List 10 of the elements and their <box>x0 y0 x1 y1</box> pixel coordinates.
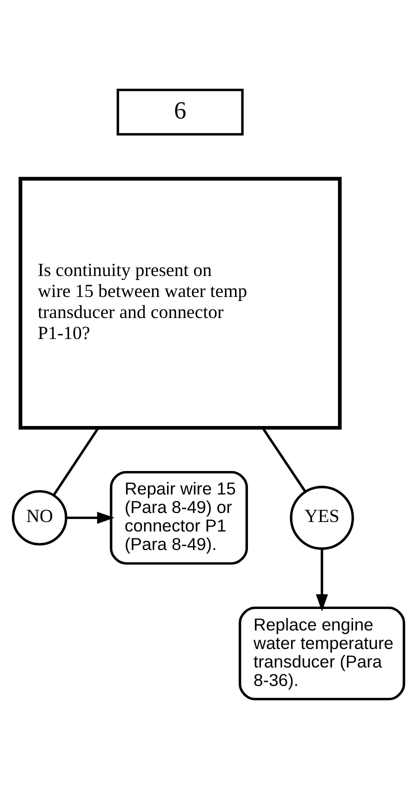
arrow <box>66 512 114 524</box>
node-circle: NO <box>12 490 68 546</box>
node-circle: YES <box>290 486 354 550</box>
arrow <box>316 548 328 612</box>
connector <box>262 427 306 492</box>
connector <box>52 427 100 496</box>
node-box: Repair wire 15 (Para 8-49) or connector P1 (Para 8-49). <box>110 470 248 565</box>
node-box: Is continuity present on wire 15 between water temp transducer and connector P1-10? <box>18 176 342 430</box>
node-box: Replace engine water temperature transducer (Para 8-36). <box>238 606 406 700</box>
node-box: 6 <box>116 88 244 136</box>
